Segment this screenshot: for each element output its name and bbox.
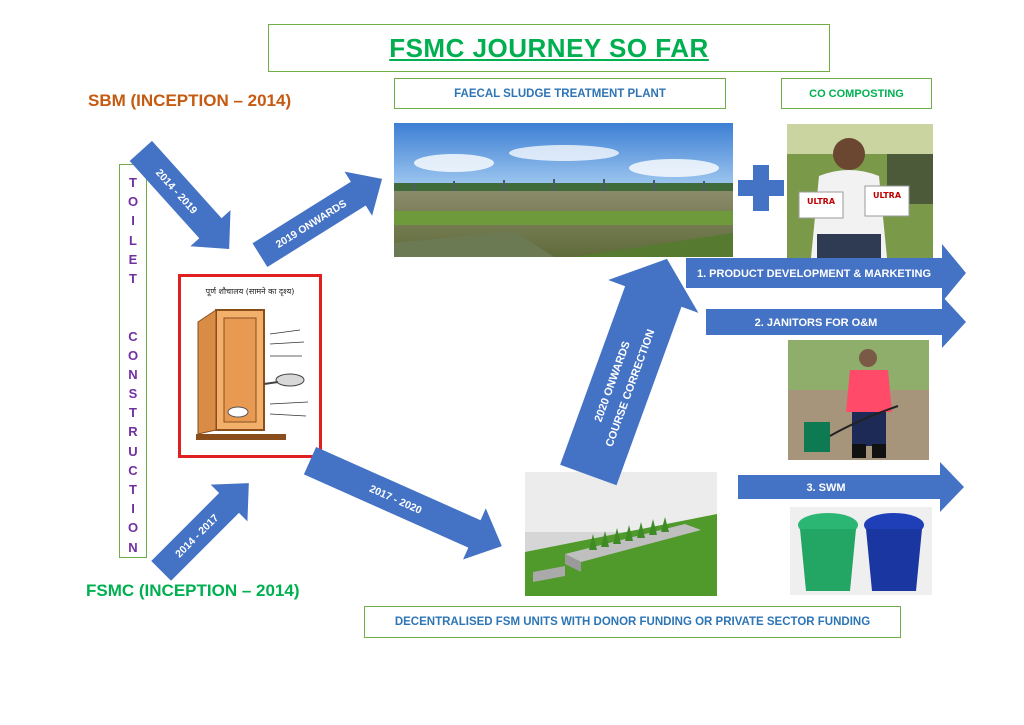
toilet-construction-letter: S — [128, 386, 138, 402]
fstp-label: FAECAL SLUDGE TREATMENT PLANT — [454, 87, 666, 100]
fstp-label-box: FAECAL SLUDGE TREATMENT PLANT — [394, 78, 726, 109]
toilet-construction-letter: R — [128, 424, 138, 440]
decentralised-fsm-photo — [525, 472, 717, 596]
janitor-photo — [788, 340, 929, 460]
decentralised-fsm-label: DECENTRALISED FSM UNITS WITH DONOR FUNDI… — [394, 616, 871, 628]
page-title: FSMC JOURNEY SO FAR — [389, 32, 709, 63]
arrow-outcome-3: 3. SWM — [738, 462, 964, 512]
toilet-construction-letter: N — [128, 539, 138, 555]
toilet-construction-letter: T — [129, 405, 137, 421]
co-composting-photo: ULTRA ULTRA — [787, 124, 933, 258]
toilet-construction-letter: I — [131, 501, 135, 517]
toilet-construction-letter: O — [127, 520, 139, 536]
toilet-construction-letter: T — [129, 482, 137, 497]
toilet-construction-letter: O — [127, 347, 139, 363]
arrow-outcome-1: 1. PRODUCT DEVELOPMENT & MARKETING — [686, 244, 966, 302]
co-composting-box: CO COMPOSTING — [781, 78, 932, 109]
title-box: FSMC JOURNEY SO FAR — [268, 24, 830, 72]
arrow-course-correction: 2020 ONWARDS COURSE CORRECTION — [560, 258, 699, 486]
toilet-construction-letter: U — [128, 443, 138, 459]
swm-bins-photo — [790, 507, 932, 595]
toilet-poster: पूर्ण शौचालय (सामने का दृश्य) — [178, 274, 322, 458]
outcome-2-label: 2. JANITORS FOR O&M — [755, 317, 878, 329]
arrow-sbm-to-poster: 2014 - 2019 — [129, 140, 231, 250]
arrow-outcome-2: 2. JANITORS FOR O&M — [706, 296, 966, 348]
toilet-construction-letter: T — [129, 270, 137, 286]
toilet-construction-letter: C — [128, 462, 138, 478]
toilet-construction-letter: O — [127, 194, 139, 210]
fstp-photo — [394, 123, 733, 257]
sbm-label: SBM (INCEPTION – 2014) — [88, 91, 292, 110]
arrow-poster-to-dfsm: 2017 - 2020 — [303, 446, 502, 560]
toilet-construction-letter: T — [129, 175, 137, 190]
decentralised-fsm-box: DECENTRALISED FSM UNITS WITH DONOR FUNDI… — [364, 606, 901, 638]
outcome-3-label: 3. SWM — [806, 482, 845, 494]
fsmc-label: FSMC (INCEPTION – 2014) — [86, 581, 300, 600]
product-label-2: ULTRA — [873, 191, 902, 200]
plus-icon — [738, 165, 784, 211]
poster-heading: पूर्ण शौचालय (सामने का दृश्य) — [206, 286, 295, 297]
arrow-poster-to-fstp: 2019 ONWARDS — [252, 171, 383, 268]
toilet-construction-letter: L — [129, 232, 137, 248]
toilet-construction-letter: I — [131, 213, 135, 229]
co-composting-label: CO COMPOSTING — [809, 87, 904, 100]
outcome-1-label: 1. PRODUCT DEVELOPMENT & MARKETING — [697, 268, 931, 280]
toilet-construction-letter: N — [128, 366, 138, 382]
toilet-construction-letter: E — [128, 251, 138, 267]
arrow-fsmc-to-poster: 2014 - 2017 — [151, 483, 249, 581]
product-label-1: ULTRA — [807, 197, 836, 206]
toilet-construction-letter: C — [128, 328, 138, 344]
